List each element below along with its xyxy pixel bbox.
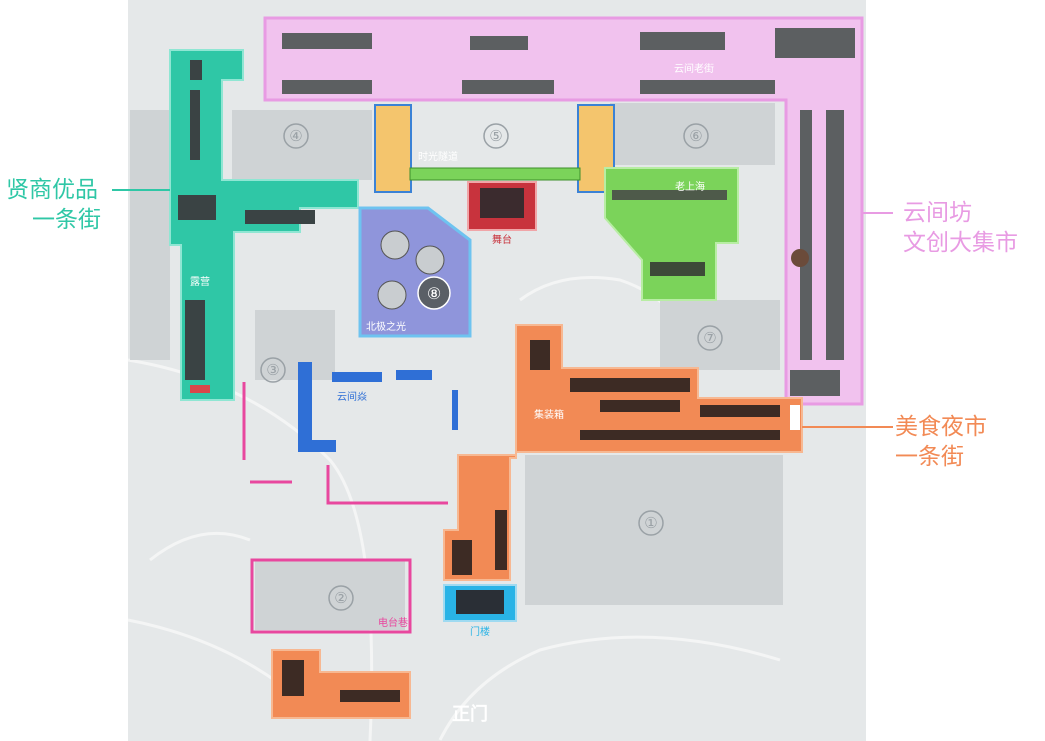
label-wutai: 舞台 <box>492 233 512 246</box>
callout-meishi: 美食夜市 一条街 <box>895 412 987 472</box>
callout-meishi-line1: 美食夜市 <box>895 414 987 440</box>
building-blocks <box>130 103 783 630</box>
zone-number-circle <box>260 357 286 383</box>
zone-number-1: ① <box>644 514 657 532</box>
zone-number-circle <box>283 123 309 149</box>
zone-menlou[interactable]: 门楼 <box>443 584 517 638</box>
callout-xianshang: 贤商优品 一条街 <box>6 175 101 235</box>
pink-lanes <box>242 382 448 634</box>
zone-number-circle <box>638 510 664 536</box>
zone-number-circle <box>697 325 723 351</box>
zone-number-8: ⑧ <box>427 284 441 303</box>
label-shiguang-suidao: 时光隧道 <box>418 150 458 163</box>
label-yunjian-laojie: 云间老街 <box>674 62 714 75</box>
label-menlou: 门楼 <box>470 625 490 638</box>
zone-number-6: ⑥ <box>689 127 702 145</box>
label-luying: 露营 <box>190 275 210 288</box>
zone-number-texts: ① ② ③ ④ ⑤ ⑥ ⑦ <box>266 127 716 607</box>
zone-xianshang[interactable]: 露营 <box>169 49 359 401</box>
label-jizhuangxiang: 集装箱 <box>534 408 564 421</box>
zone-number-circle <box>483 123 509 149</box>
zone-bottom-food[interactable] <box>271 649 411 719</box>
zone-number-7: ⑦ <box>703 329 716 347</box>
zone-number-circle <box>683 123 709 149</box>
zone-shiguang-suidao[interactable]: 时光隧道 <box>374 104 615 193</box>
callout-meishi-line2: 一条街 <box>895 444 964 470</box>
leader-line <box>112 189 893 428</box>
zone-laoshanghai[interactable]: 老上海 <box>604 167 739 301</box>
zone-yunjianfang[interactable]: 云间老街 <box>263 16 864 406</box>
zone-meishi[interactable]: 集装箱 <box>443 324 803 581</box>
callout-yunjianfang-line2: 文创大集市 <box>903 230 1018 256</box>
label-diantai-xiang: 电台巷 <box>378 616 408 629</box>
callout-yunjianfang-line1: 云间坊 <box>903 200 972 226</box>
zone-number-3: ③ <box>266 361 279 379</box>
callout-xianshang-line1: 贤商优品 <box>6 177 98 203</box>
label-beiji-zhiguang: 北极之光 <box>366 320 406 333</box>
zone-number-5: ⑤ <box>489 127 502 145</box>
callout-xianshang-line2: 一条街 <box>32 207 101 233</box>
zone-number-4: ④ <box>289 127 302 145</box>
zone-wutai[interactable]: 舞台 <box>467 181 537 246</box>
label-zhengmen: 正门 <box>452 703 488 725</box>
label-laoshanghai: 老上海 <box>675 180 705 193</box>
zone-number-circle <box>328 585 354 611</box>
callout-yunjianfang: 云间坊 文创大集市 <box>903 198 1018 258</box>
label-yunjian-yan: 云间焱 <box>337 390 367 403</box>
zone-yunjian-yan[interactable]: 云间焱 <box>298 362 458 452</box>
zone-number-2: ② <box>334 589 347 607</box>
zone-beiji-zhiguang[interactable]: ⑧ 北极之光 <box>358 206 472 338</box>
zone-number-markers <box>260 123 723 611</box>
